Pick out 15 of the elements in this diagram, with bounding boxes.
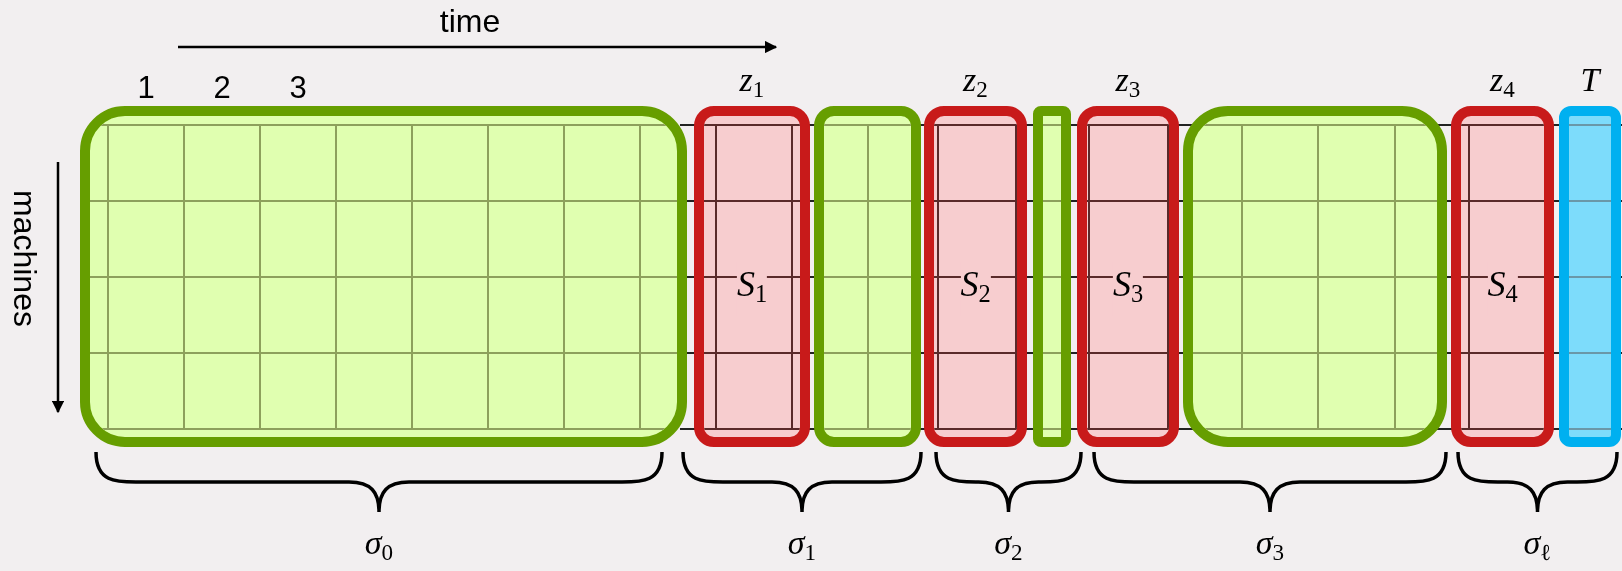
block-label: T (1580, 60, 1600, 100)
segment-label: σ$_{ℓ}$ (1523, 523, 1552, 567)
segment-label: σ$_{2}$ (994, 523, 1023, 567)
column-number: 1 (137, 70, 155, 106)
axis-label: machines (6, 190, 44, 327)
segment-label: σ$_{3}$ (1255, 523, 1285, 567)
block-label: z$_{2}$ (963, 60, 988, 104)
block-label: z$_{1}$ (739, 60, 765, 104)
column-number: 3 (289, 70, 307, 106)
axis-label: time (439, 2, 501, 40)
block-label: z$_{4}$ (1490, 60, 1515, 104)
column-number: 2 (213, 70, 231, 106)
segment-label: σ$_{0}$ (364, 523, 394, 567)
block-label: z$_{3}$ (1115, 60, 1141, 104)
segment-label: σ$_{1}$ (787, 523, 817, 567)
